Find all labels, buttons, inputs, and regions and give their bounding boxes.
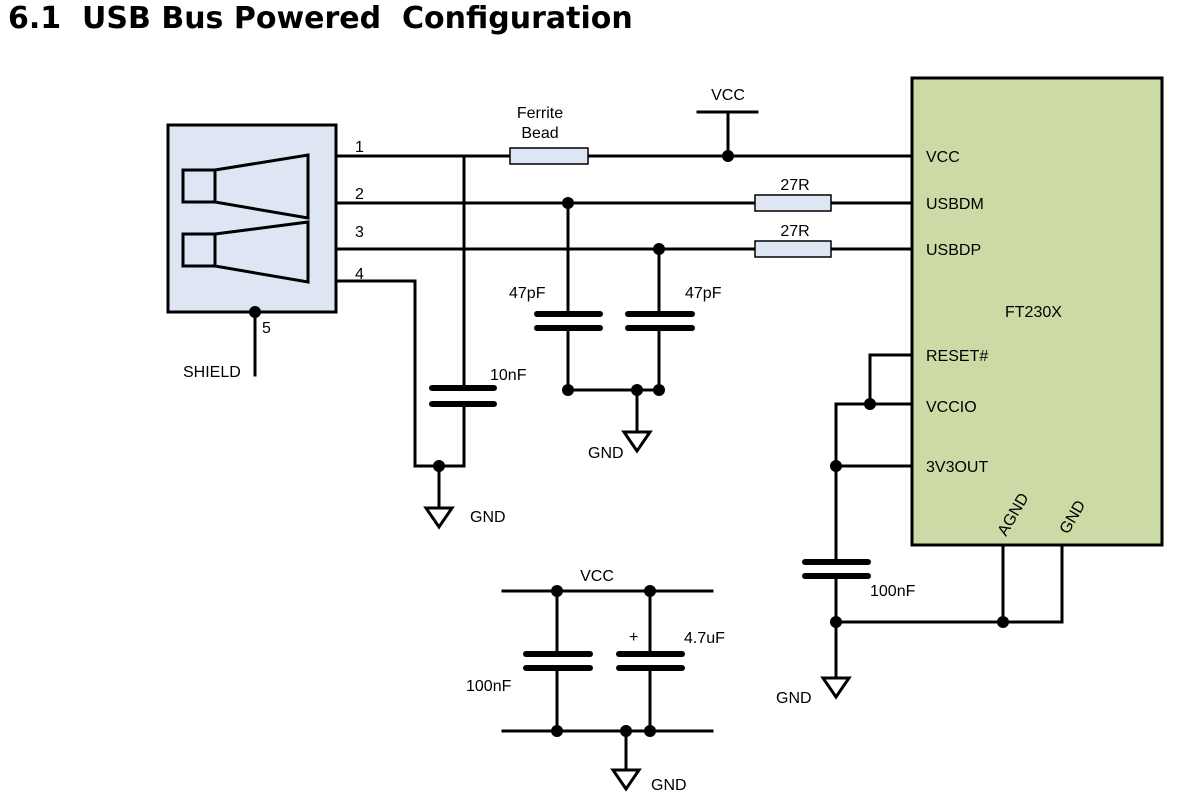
gnd-label-right: GND [776, 690, 812, 707]
ft230x-chip [910, 76, 1164, 547]
chip-pin-3v3out: 3V3OUT [926, 459, 988, 476]
capacitor-4u7-decouple [616, 651, 685, 671]
chip-pin-usbdp: USBDP [926, 242, 981, 259]
chip-pin-reset: RESET# [926, 348, 988, 365]
ferrite-bead-label-line2: Bead [521, 125, 558, 142]
gnd-label-mid: GND [588, 445, 624, 462]
usb-connector [166, 123, 338, 314]
capacitor-47pf-dp [625, 311, 695, 331]
shield-label: SHIELD [183, 364, 241, 381]
resistor-usbdp [754, 240, 832, 258]
capacitor-10nf-label: 10nF [490, 367, 527, 384]
pin-label-3: 3 [355, 224, 364, 241]
gnd-label-left: GND [470, 509, 506, 526]
gnd-label-bottom: GND [651, 777, 687, 794]
capacitor-100nf-vccio-label: 100nF [870, 583, 916, 600]
capacitor-100nf-decouple-label: 100nF [466, 678, 512, 695]
resistor-usbdm [754, 194, 832, 212]
chip-pin-usbdm: USBDM [926, 196, 984, 213]
pin-label-2: 2 [355, 186, 364, 203]
section-title-text: USB Bus Powered Configuration [82, 1, 633, 36]
vcc-label-decouple: VCC [580, 568, 614, 585]
ground-symbol-mid [621, 430, 653, 454]
ferrite-bead [509, 147, 589, 165]
usb-connector-icon [181, 153, 310, 284]
section-title: 6.1 USB Bus Powered Configuration [8, 0, 633, 38]
chip-pin-vcc: VCC [926, 149, 960, 166]
ferrite-bead-label-line1: Ferrite [517, 105, 563, 122]
ground-symbol-bottom [610, 768, 642, 792]
capacitor-100nf-decouple [523, 651, 593, 671]
vcc-label-top: VCC [711, 87, 745, 104]
pin-label-1: 1 [355, 139, 364, 156]
resistor-usbdp-label: 27R [780, 223, 809, 240]
capacitor-4u7-label: 4.7uF [684, 630, 725, 647]
junction-dots [249, 150, 1009, 737]
resistor-usbdm-label: 27R [780, 177, 809, 194]
capacitor-47pf-dp-label: 47pF [685, 285, 722, 302]
ground-symbol-right [820, 676, 852, 700]
capacitor-100nf-vccio [802, 559, 871, 579]
chip-pin-vccio: VCCIO [926, 399, 977, 416]
pin-label-4: 4 [355, 266, 364, 283]
capacitor-47pf-dm-label: 47pF [509, 285, 546, 302]
pin-label-5: 5 [262, 320, 271, 337]
section-number: 6.1 [8, 1, 62, 36]
usb-connector-body [166, 123, 338, 314]
capacitor-polarity-plus: + [629, 629, 638, 646]
chip-name: FT230X [1005, 304, 1062, 321]
ground-symbol-left [423, 506, 455, 530]
capacitor-47pf-dm [534, 311, 603, 331]
capacitor-10nf [429, 385, 497, 407]
